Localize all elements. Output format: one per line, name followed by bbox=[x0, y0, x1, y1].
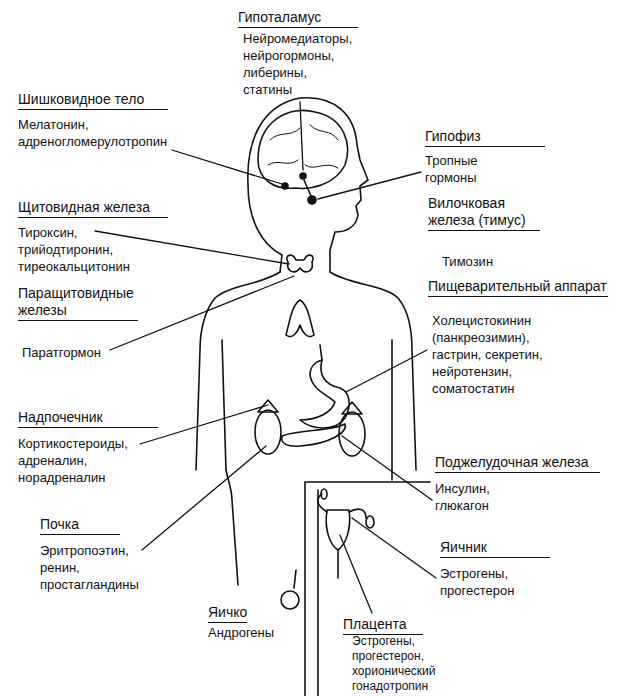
organ-heading: Поджелудочная железа bbox=[435, 454, 600, 473]
ovary-shape bbox=[321, 489, 327, 499]
neck-outline bbox=[280, 255, 282, 272]
organ-heading: Яичник bbox=[440, 539, 550, 558]
hormone-list: Нейромедиаторы, нейрогормоны, либерины, … bbox=[243, 30, 357, 98]
label-slot: Плацента bbox=[343, 615, 423, 635]
hormone-list: Эстрогены, прогестерон, хорионический го… bbox=[352, 634, 452, 694]
organ-heading: Почка bbox=[40, 516, 120, 535]
organ-heading: Вилочковая железа (тимус) bbox=[428, 195, 540, 231]
label-slot: Паращитовидные железы bbox=[18, 285, 138, 321]
label-slot: Пищеварительный аппарат bbox=[428, 277, 608, 297]
hormone-list: Паратгормон bbox=[22, 344, 101, 361]
label-slot: Паратгормон bbox=[22, 343, 101, 361]
hormone-list: Мелатонин, адреногломерулотропин bbox=[18, 116, 183, 150]
label-slot: Нейромедиаторы, нейрогормоны, либерины, … bbox=[243, 30, 357, 98]
label-slot: Инсулин, глюкагон bbox=[435, 480, 515, 514]
kidney-shape bbox=[255, 410, 281, 454]
label-slot: Почка bbox=[40, 515, 120, 535]
organ-heading: Шишковидное тело bbox=[18, 91, 168, 110]
hormone-list: Тимозин bbox=[442, 253, 493, 270]
organ-heading: Яичко bbox=[208, 604, 247, 623]
esophagus bbox=[320, 345, 322, 360]
label-slot: Эстрогены, прогестерон, хорионический го… bbox=[352, 634, 452, 694]
label-slot: Тропные гормоны bbox=[425, 152, 495, 186]
adrenal-gland bbox=[258, 400, 362, 414]
organ-heading: Плацента bbox=[343, 616, 423, 635]
organ-heading: Паращитовидные железы bbox=[18, 285, 138, 321]
label-slot: Холецистокинин (панкреозимин), гастрин, … bbox=[432, 312, 547, 397]
thymus-gland bbox=[286, 300, 314, 337]
inset-frame bbox=[305, 482, 430, 696]
right-shoulder-arm bbox=[330, 272, 416, 470]
pituitary-stalk bbox=[304, 180, 311, 196]
hormone-list: Тропные гормоны bbox=[425, 152, 495, 186]
penis-shape bbox=[294, 570, 296, 588]
pineal-dot bbox=[282, 183, 288, 189]
label-slot: Надпочечник bbox=[18, 408, 158, 428]
hormone-list: Эстрогены, прогестерон bbox=[440, 565, 540, 599]
label-slot: Яичник bbox=[440, 538, 550, 558]
label-slot: Кортикостероиды, адреналин, норадреналин bbox=[18, 435, 143, 486]
label-slot: Поджелудочная железа bbox=[435, 453, 600, 473]
label-slot: Щитовидная железа bbox=[18, 198, 168, 218]
hormone-list: Тироксин, трийодтиронин, тиреокальцитони… bbox=[18, 224, 143, 275]
label-slot: Эстрогены, прогестерон bbox=[440, 565, 540, 599]
leader-line bbox=[95, 102, 436, 613]
organ-heading: Пищеварительный аппарат bbox=[428, 278, 608, 297]
hormone-list: Инсулин, глюкагон bbox=[435, 480, 515, 514]
pituitary-gland bbox=[308, 196, 316, 204]
label-slot: Вилочковая железа (тимус) bbox=[428, 195, 540, 231]
organ-heading: Гипофиз bbox=[425, 128, 545, 147]
stomach bbox=[300, 360, 349, 428]
hormone-list: Кортикостероиды, адреналин, норадреналин bbox=[18, 435, 143, 486]
ovary-shape bbox=[366, 516, 374, 528]
label-slot: Мелатонин, адреногломерулотропин bbox=[18, 116, 183, 150]
label-slot: Гипофиз bbox=[425, 127, 545, 147]
label-slot: Тироксин, трийодтиронин, тиреокальцитони… bbox=[18, 224, 143, 275]
uterus bbox=[326, 510, 349, 550]
brain-outline bbox=[258, 110, 347, 188]
arm-inner-lines bbox=[222, 340, 392, 480]
label-slot: Эритропоэтин, ренин, простагландины bbox=[40, 542, 150, 593]
testis-shape bbox=[281, 591, 299, 609]
thyroid-gland bbox=[287, 255, 313, 272]
label-slot: Андрогены bbox=[208, 623, 274, 641]
organ-heading: Гипоталамус bbox=[238, 9, 358, 28]
organ-heading: Щитовидная железа bbox=[18, 199, 168, 218]
left-shoulder-arm bbox=[196, 272, 280, 470]
fallopian-tubes bbox=[318, 494, 366, 578]
hormone-list: Эритропоэтин, ренин, простагландины bbox=[40, 542, 150, 593]
organ-heading: Надпочечник bbox=[18, 409, 158, 428]
head-outline bbox=[248, 98, 368, 272]
left-waist-leg bbox=[226, 470, 238, 585]
label-slot: Шишковидное тело bbox=[18, 90, 168, 110]
label-slot: Гипоталамус bbox=[238, 8, 358, 28]
label-slot: Тимозин bbox=[442, 252, 493, 270]
pancreas bbox=[282, 424, 346, 446]
hypothalamus-dot bbox=[300, 173, 306, 179]
label-slot: Яичко bbox=[208, 603, 247, 623]
hormone-list: Холецистокинин (панкреозимин), гастрин, … bbox=[432, 312, 547, 397]
hormone-list: Андрогены bbox=[208, 624, 274, 641]
